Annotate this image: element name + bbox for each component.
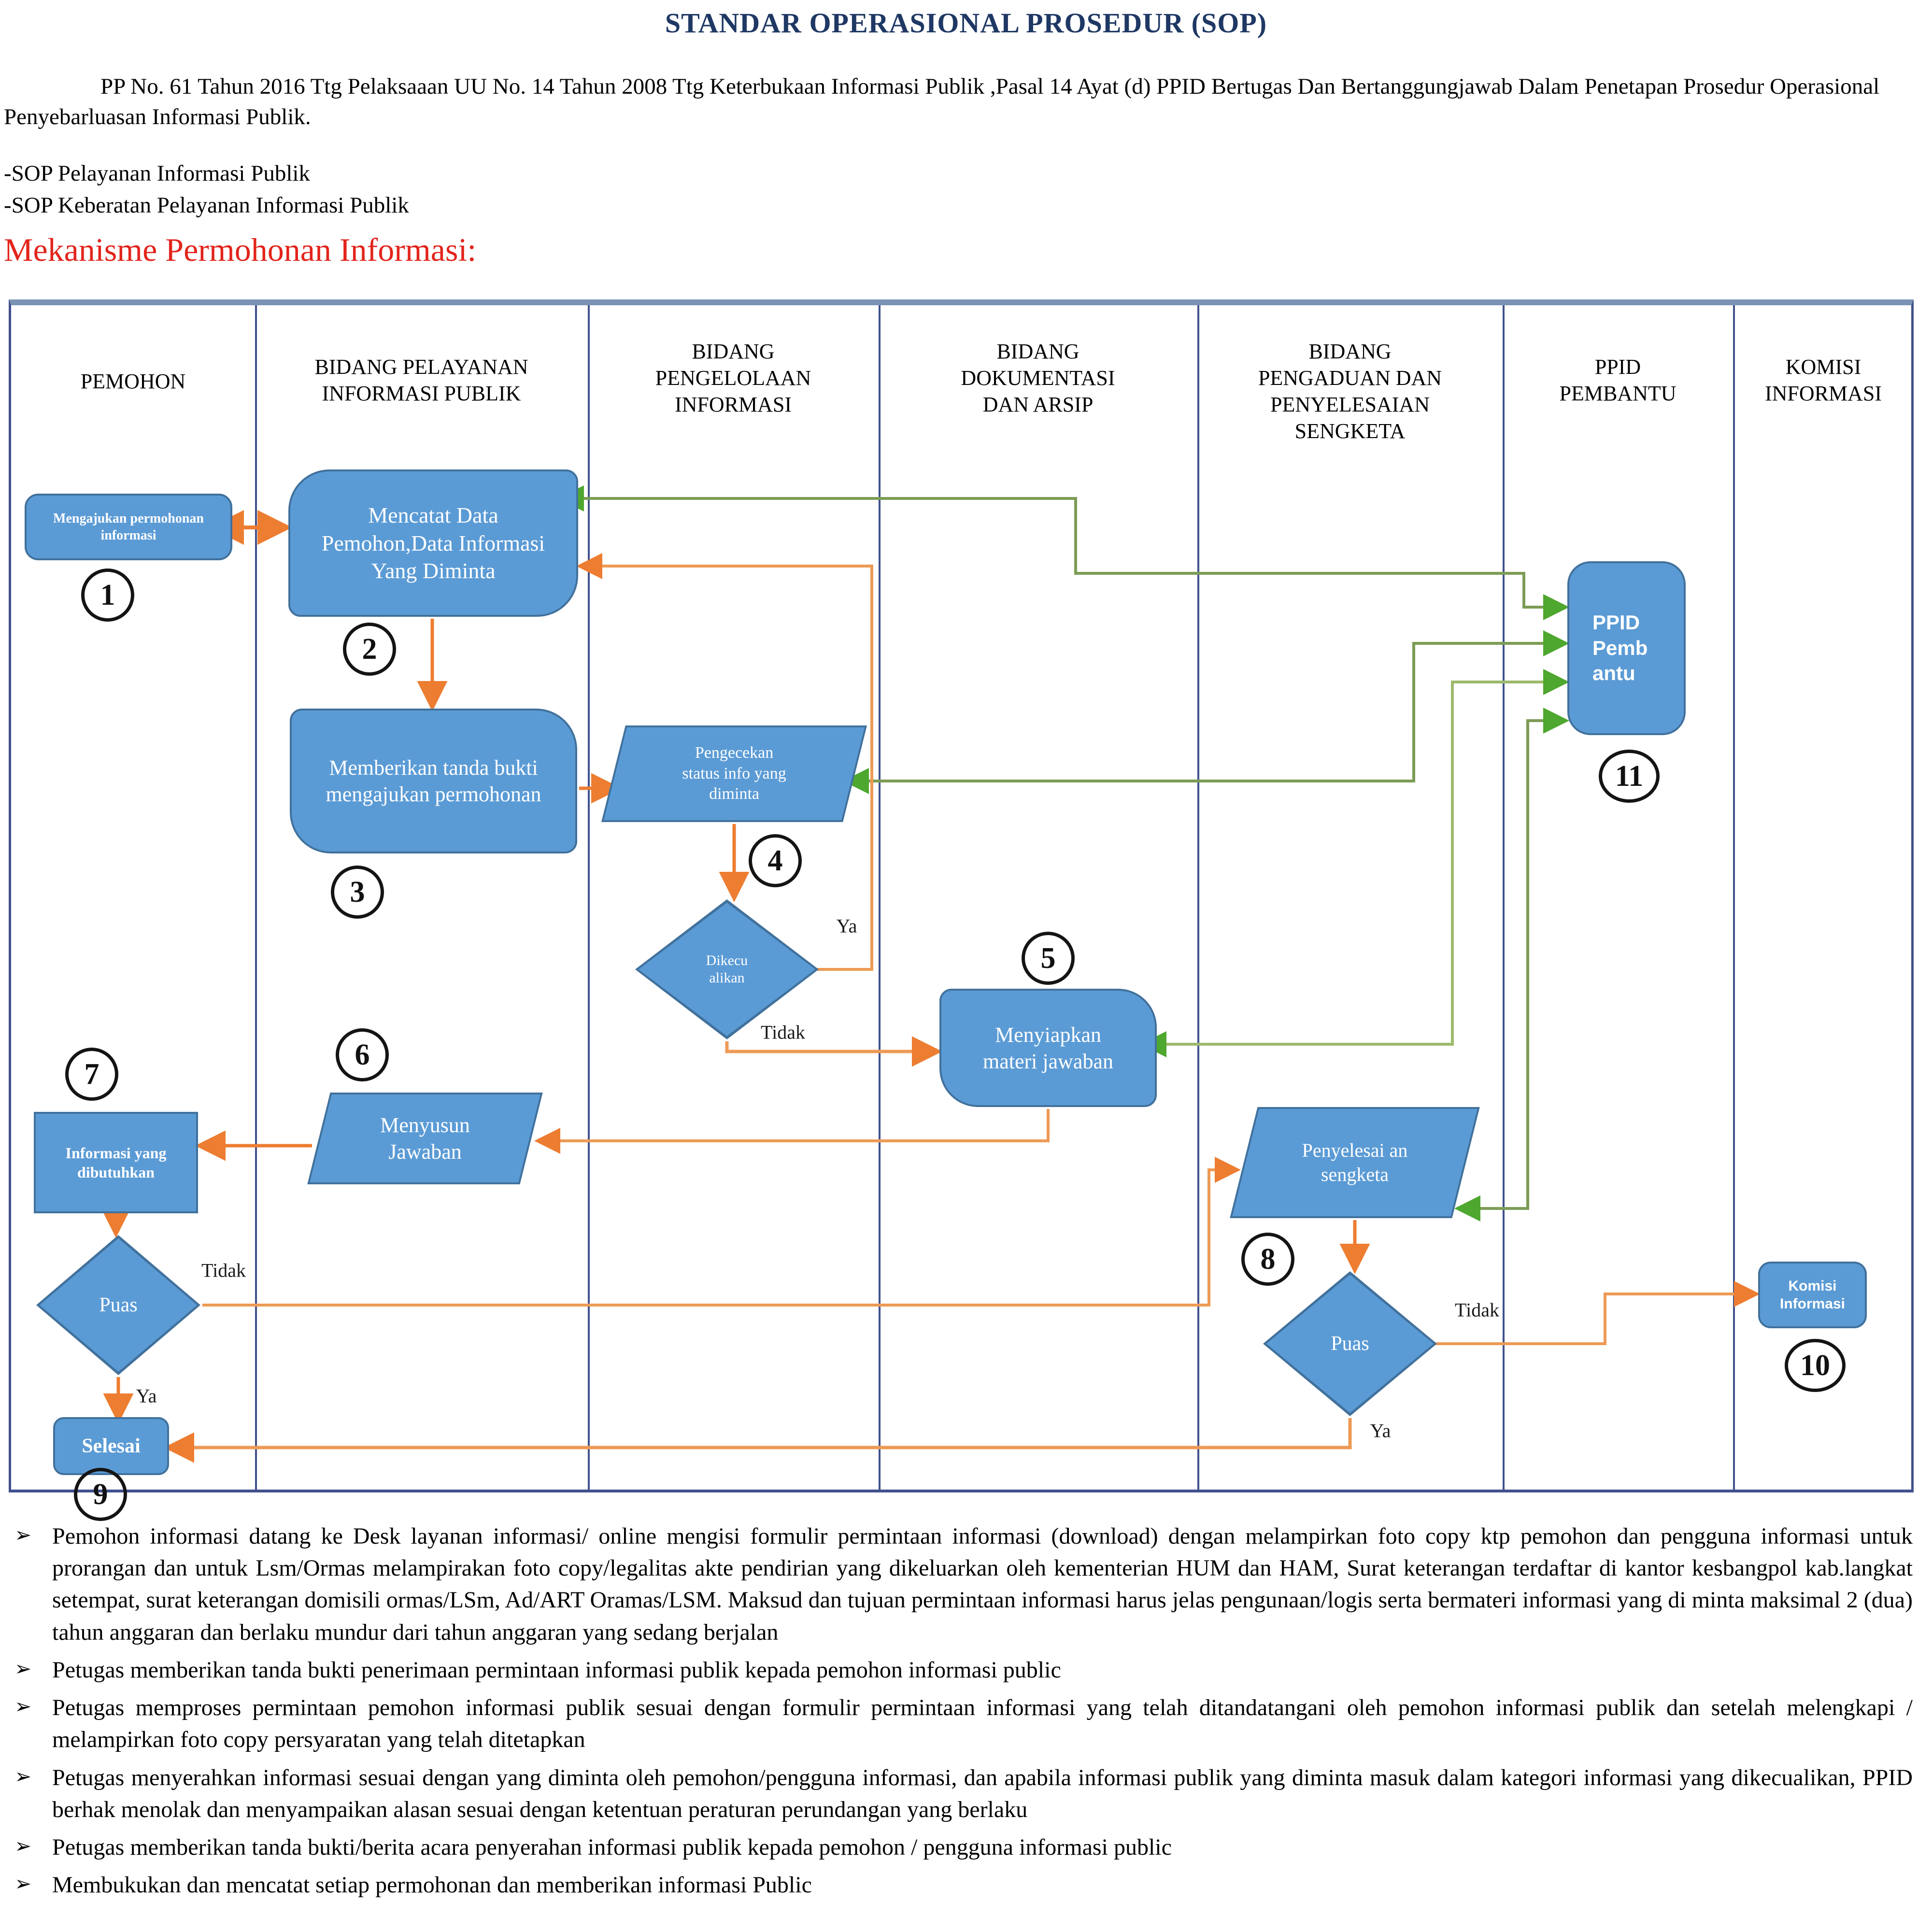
branch-label-tidak: Tidak xyxy=(761,1021,805,1043)
intro-paragraph: PP No. 61 Tahun 2016 Ttg Pelaksaaan UU N… xyxy=(4,74,1880,129)
sop-line-1: -SOP Pelayanan Informasi Publik xyxy=(4,161,310,186)
node-menyiapkan-materi: Menyiapkan materi jawaban xyxy=(939,989,1157,1107)
lane-divider xyxy=(1733,305,1735,1490)
branch-label-tidak: Tidak xyxy=(1455,1299,1499,1321)
lane-header-dokumentasi: BIDANG DOKUMENTASI DAN ARSIP xyxy=(961,340,1115,416)
arrow-bullet-icon: ➢ xyxy=(14,1764,32,1788)
decision-dikecualikan: Dikecu alikan xyxy=(635,899,819,1039)
lane-header-pengelolaan: BIDANG PENGELOLAAN INFORMASI xyxy=(655,340,811,416)
step-number-2: 2 xyxy=(343,623,396,676)
lane-divider xyxy=(879,305,881,1490)
notes-list: ➢ Pemohon informasi datang ke Desk layan… xyxy=(14,1520,1913,1907)
list-item: ➢ Petugas memberikan tanda bukti penerim… xyxy=(14,1654,1913,1686)
step-number-1: 1 xyxy=(81,568,134,622)
node-memberikan-tanda-bukti: Memberikan tanda bukti mengajukan permoh… xyxy=(290,709,577,853)
arrow-bullet-icon: ➢ xyxy=(14,1523,32,1547)
sop-line-2: -SOP Keberatan Pelayanan Informasi Publi… xyxy=(4,193,409,218)
lane-header-pemohon: PEMOHON xyxy=(80,369,186,393)
step-number-8: 8 xyxy=(1241,1233,1294,1286)
decision-puas-sengketa: Puas xyxy=(1263,1271,1437,1416)
swimlane-flowchart: PEMOHON BIDANG PELAYANAN INFORMASI PUBLI… xyxy=(9,299,1914,1521)
list-item: ➢ Petugas menyerahkan informasi sesuai d… xyxy=(14,1762,1913,1826)
step-number-4: 4 xyxy=(749,834,802,887)
arrow-bullet-icon: ➢ xyxy=(14,1656,32,1680)
step-number-6: 6 xyxy=(336,1028,389,1081)
step-number-7: 7 xyxy=(65,1048,118,1101)
arrow-bullet-icon: ➢ xyxy=(14,1872,32,1896)
branch-label-ya: Ya xyxy=(836,915,857,937)
step-number-3: 3 xyxy=(331,866,384,919)
step-number-5: 5 xyxy=(1022,932,1075,985)
step-number-10: 10 xyxy=(1785,1339,1846,1392)
section-heading: Mekanisme Permohonan Informasi: xyxy=(4,231,477,268)
node-informasi-dibutuhkan: Informasi yang dibutuhkan xyxy=(34,1112,198,1213)
decision-puas-pemohon: Puas xyxy=(36,1235,200,1375)
lane-header-komisi-informasi: KOMISI INFORMASI xyxy=(1764,355,1882,405)
lane-divider xyxy=(255,305,257,1490)
node-mencatat-data: Mencatat Data Pemohon,Data Informasi Yan… xyxy=(288,469,578,617)
node-menyusun-jawaban: Menyusun Jawaban xyxy=(307,1093,543,1184)
node-mengajukan-permohonan: Mengajukan permohonan informasi xyxy=(25,494,232,560)
arrow-bullet-icon: ➢ xyxy=(14,1694,32,1719)
node-ppid-pembantu: PPID Pemb antu xyxy=(1567,561,1686,735)
page-title: STANDAR OPERASIONAL PROSEDUR (SOP) xyxy=(665,7,1267,39)
list-item: ➢ Membukukan dan mencatat setiap permoho… xyxy=(14,1869,1913,1901)
step-number-9: 9 xyxy=(74,1468,127,1521)
node-komisi-informasi: Komisi Informasi xyxy=(1758,1262,1867,1328)
lane-header-pengaduan: BIDANG PENGADUAN DAN PENYELESAIAN SENGKE… xyxy=(1258,340,1442,443)
branch-label-ya: Ya xyxy=(136,1385,157,1407)
list-item: ➢ Petugas memproses permintaan pemohon i… xyxy=(14,1692,1913,1756)
arrow-bullet-icon: ➢ xyxy=(14,1834,32,1858)
list-item: ➢ Pemohon informasi datang ke Desk layan… xyxy=(14,1520,1913,1648)
node-penyelesaian-sengketa: Penyelesai an sengketa xyxy=(1230,1107,1480,1218)
step-number-11: 11 xyxy=(1599,750,1660,803)
node-pengecekan-status: Pengecekan status info yang diminta xyxy=(601,725,867,822)
lane-header-pelayanan: BIDANG PELAYANAN INFORMASI PUBLIK xyxy=(314,355,528,405)
flow-connectors xyxy=(100,485,1760,1463)
lane-divider xyxy=(588,305,590,1490)
node-selesai: Selesai xyxy=(53,1417,169,1475)
lane-header-ppid-pembantu: PPID PEMBANTU xyxy=(1559,355,1676,405)
list-item: ➢ Petugas memberikan tanda bukti/berita … xyxy=(14,1832,1913,1863)
branch-label-ya: Ya xyxy=(1370,1420,1391,1442)
branch-label-tidak: Tidak xyxy=(201,1259,246,1281)
